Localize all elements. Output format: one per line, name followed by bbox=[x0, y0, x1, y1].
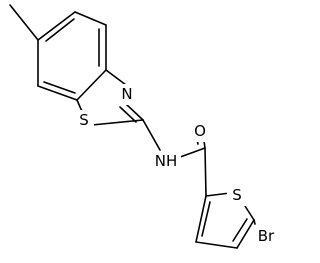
bond-carbonyl-thiophene bbox=[204, 147, 207, 197]
bond-c-br bbox=[253, 219, 256, 225]
bond-thiophene-c-c-3-double bbox=[201, 201, 211, 237]
bond-thiophene-c-c-1 bbox=[236, 219, 255, 249]
bond-benzene-1-inner bbox=[45, 18, 75, 42]
bond-c-nh bbox=[142, 119, 161, 151]
bond-thiophene-c-s bbox=[205, 192, 231, 197]
bond-benzene-5-inner bbox=[43, 81, 76, 94]
bond-c-o bbox=[203, 140, 206, 149]
bond-benzene-2 bbox=[74, 11, 107, 26]
atom-label-n1: N bbox=[121, 85, 132, 103]
bond-thiazole-c-s bbox=[91, 119, 144, 126]
bond-thiazole-n-c-double bbox=[119, 106, 137, 123]
bond-thiophene-s-c bbox=[244, 205, 255, 221]
bond-benzene-5 bbox=[37, 85, 78, 101]
bond-thiophene-c-c-3 bbox=[195, 195, 207, 243]
o1-mask bbox=[190, 121, 210, 142]
s2-mask bbox=[227, 185, 247, 206]
bond-thiophene-c-c-1-double bbox=[232, 218, 248, 242]
bond-thiophene-c-c-2 bbox=[195, 241, 238, 249]
nh-mask bbox=[152, 151, 181, 172]
bond-thiazole-c-n bbox=[105, 69, 127, 86]
atom-label-s1: S bbox=[79, 111, 89, 129]
bond-benzene-1 bbox=[37, 11, 76, 41]
atom-label-s2: S bbox=[232, 186, 242, 204]
bond-methyl bbox=[9, 4, 39, 41]
atom-label-br: Br bbox=[258, 227, 275, 245]
bond-thiazole-n-c bbox=[125, 103, 144, 121]
s1-mask bbox=[74, 110, 94, 131]
bond-benzene-4 bbox=[76, 69, 107, 101]
atom-label-o1: O bbox=[194, 122, 206, 140]
br-mask bbox=[252, 226, 280, 247]
molecule-structure-diagram: S N NH O S Br bbox=[9, 4, 280, 249]
atom-label-layer: S N NH O S Br bbox=[74, 84, 280, 247]
bond-layer bbox=[9, 4, 256, 249]
atom-label-nh: NH bbox=[155, 152, 178, 170]
n1-mask bbox=[117, 84, 137, 105]
